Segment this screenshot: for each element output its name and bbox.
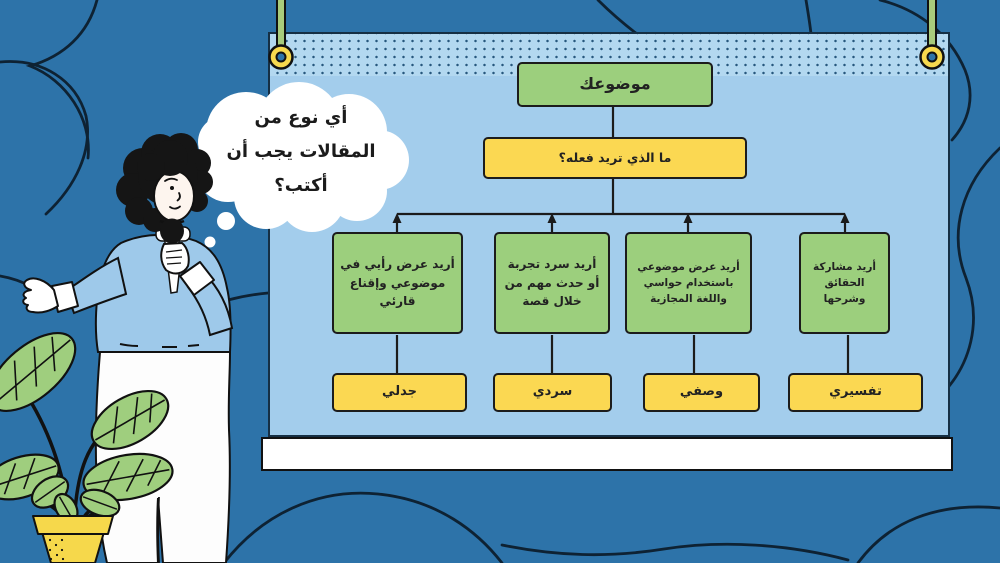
option-box-argumentative: أريد عرض رأيي في موضوعي وإقناع قارئي	[332, 232, 463, 334]
thought-bubble-text: أي نوع من المقالات يجب أن أكتب؟	[212, 101, 390, 203]
open-hand	[22, 277, 59, 314]
thought-line-2: المقالات يجب أن	[226, 141, 376, 162]
mic-hand	[160, 241, 190, 275]
option-box-descriptive: أريد عرض موضوعي باستخدام حواسي واللغة ال…	[625, 232, 752, 334]
topic-box: موضوعك	[517, 62, 713, 107]
eye	[170, 186, 174, 190]
thought-trail-dot-large	[217, 212, 235, 230]
type-box-expository: تفسيري	[788, 373, 923, 412]
leaf	[79, 488, 121, 518]
plant-pot	[32, 515, 114, 563]
hanging-cord-right	[919, 0, 945, 70]
option-box-narrative: أريد سرد تجربة أو حدث مهم من خلال قصة	[494, 232, 610, 334]
thought-trail-dot-small	[204, 236, 216, 248]
thought-line-3: أكتب؟	[274, 175, 328, 196]
thought-line-1: أي نوع من	[254, 107, 348, 128]
leaf	[90, 389, 170, 451]
potted-plant	[0, 331, 174, 563]
option-box-expository: أريد مشاركة الحقائق وشرحها	[799, 232, 890, 334]
board-tray	[261, 437, 953, 471]
type-box-descriptive: وصفي	[643, 373, 760, 412]
question-box: ما الذي تريد فعله؟	[483, 137, 747, 179]
type-box-argumentative: جدلي	[332, 373, 467, 412]
extended-arm	[64, 256, 128, 315]
arrowheads	[392, 213, 850, 223]
type-box-narrative: سردي	[493, 373, 612, 412]
hanging-cord-left	[268, 0, 294, 70]
leaf	[82, 452, 174, 502]
leaf	[0, 331, 77, 413]
